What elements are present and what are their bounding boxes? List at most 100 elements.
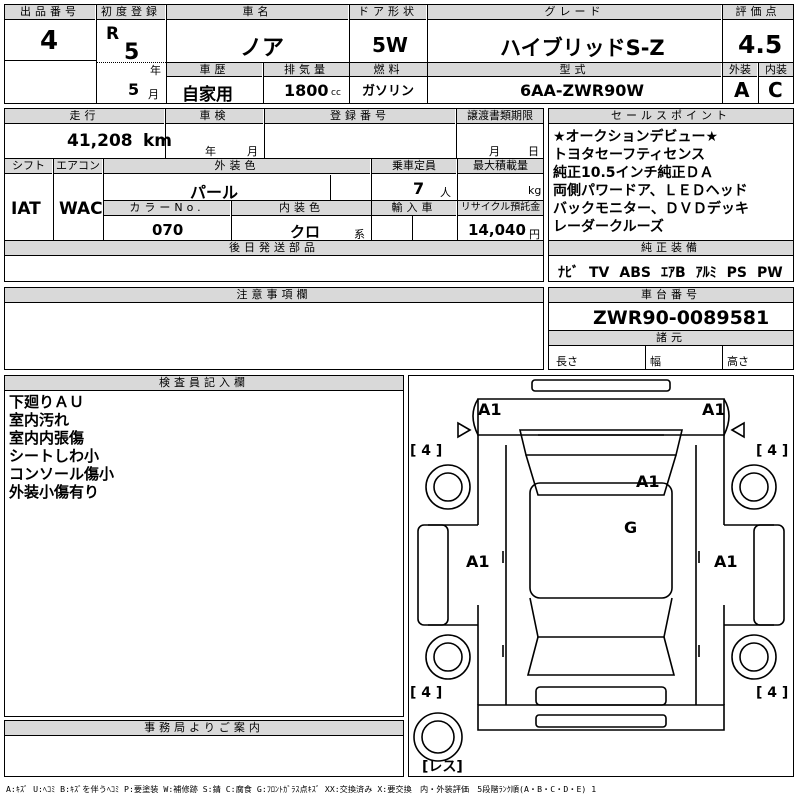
reg-month: 5 <box>128 80 140 99</box>
sales-point-line: 純正10.5インチ純正ＤＡ <box>553 165 714 181</box>
month-unit: 月 <box>148 88 159 101</box>
legend: A:ｷｽﾞ U:ﾍｺﾐ B:ｷｽﾞを伴うﾍｺﾐ P:要塗装 W:補修跡 S:錆 … <box>6 784 597 794</box>
spare-tire-label: [レス] <box>422 759 463 775</box>
spec-label: 諸元 <box>549 331 793 346</box>
recycle-fee-label: リサイクル預託金 <box>458 201 543 216</box>
damage-mark: A1 <box>702 400 726 419</box>
equipment-item: ｱﾙﾐ <box>695 265 717 281</box>
first-registration-label: 初度登録 <box>97 5 165 20</box>
vehicle-header-table <box>4 4 794 104</box>
transfer-month-unit: 月 <box>489 145 500 158</box>
era: R <box>106 24 120 44</box>
inspector-note: シートしわ小 <box>9 447 100 465</box>
equipment-item: ｴｱB <box>660 265 686 281</box>
damage-mark: A1 <box>636 472 660 491</box>
aircon-label: エアコン <box>54 159 102 174</box>
inspector-note: 下廻りＡＵ <box>9 393 85 411</box>
interior-color-label: 内装色 <box>232 201 371 216</box>
damage-mark: A1 <box>478 400 502 419</box>
shift-label: シフト <box>5 159 52 174</box>
chassis-number-label: 車台番号 <box>549 288 793 303</box>
capacity-unit: 人 <box>440 186 451 199</box>
factory-equipment-label: 純正装備 <box>549 241 793 256</box>
max-load-unit: kg <box>528 184 542 197</box>
model-code: 6AA-ZWR90W <box>520 81 645 100</box>
car-name-label: 車名 <box>167 5 348 20</box>
tire-rating: [ 4 ] <box>410 443 442 459</box>
width-label: 幅 <box>650 355 661 368</box>
max-load-label: 最大積載量 <box>458 159 543 174</box>
door-type: 5W <box>372 33 408 57</box>
history-label: 車歴 <box>167 63 262 77</box>
height-label: 高さ <box>727 355 749 368</box>
exterior-grade-label: 外装 <box>723 63 757 77</box>
car-damage-diagram: A1 A1 A1 G A1 A1 [ 4 ] [ 4 ] [ 4 ] [ 4 ]… <box>410 379 788 775</box>
mileage-label: 走行 <box>5 109 164 124</box>
tire-rating: [ 4 ] <box>410 685 442 701</box>
interior-color-unit: 系 <box>354 228 365 241</box>
later-parts-label: 後日発送部品 <box>5 241 543 256</box>
color-number: 070 <box>152 221 184 239</box>
sales-point-line: レーダークルーズ <box>553 219 664 235</box>
length-label: 長さ <box>556 355 578 368</box>
inspector-note: コンソール傷小 <box>9 465 115 483</box>
registration-number-label: 登録番号 <box>265 109 455 124</box>
inspector-note: 室内内張傷 <box>9 429 85 447</box>
lot-label: 出品番号 <box>5 5 95 20</box>
fuel: ガソリン <box>362 84 415 99</box>
sales-point-label: セールスポイント <box>549 109 793 124</box>
inspector-note: 外装小傷有り <box>9 483 100 501</box>
inspector-note: 室内汚れ <box>9 411 70 429</box>
notes-label: 注意事項欄 <box>5 288 543 303</box>
reg-year: 5 <box>124 40 140 65</box>
equipment-item: ﾅﾋﾞ <box>558 265 579 281</box>
capacity-label: 乗車定員 <box>372 159 456 174</box>
sales-point-line: トヨタセーフティセンス <box>553 147 706 163</box>
displacement-label: 排気量 <box>264 63 349 77</box>
shift: IAT <box>11 199 41 219</box>
equipment-item: TV <box>589 265 610 281</box>
grade: ハイブリッドS-Z <box>500 36 665 60</box>
sales-point-line: ★オークションデビュー★ <box>553 129 719 145</box>
displacement: 1800 <box>284 81 329 100</box>
equipment-item: PS <box>726 265 747 281</box>
inspector-label: 検査員記入欄 <box>5 376 403 391</box>
exterior-color: パール <box>190 183 239 202</box>
inspection-month-unit: 月 <box>247 145 258 158</box>
grade-label: グレード <box>428 5 721 20</box>
factory-equipment-list: ﾅﾋﾞ TV ABS ｴｱB ｱﾙﾐ PS PW <box>558 262 793 282</box>
capacity: 7 <box>413 179 425 198</box>
year-unit: 年 <box>150 64 161 77</box>
history: 自家用 <box>182 85 233 105</box>
equipment-item: PW <box>757 265 783 281</box>
damage-mark: G <box>624 518 637 537</box>
fuel-label: 燃料 <box>350 63 427 77</box>
color-number-label: カラーNo. <box>104 201 230 216</box>
transfer-deadline-label: 譲渡書類期限 <box>457 109 543 124</box>
damage-diagram-box <box>408 375 794 777</box>
interior-color: クロ <box>290 223 321 241</box>
lot-number: 4 <box>40 26 59 56</box>
recycle-fee: 14,040 <box>468 221 526 239</box>
inspection-year-unit: 年 <box>205 145 216 158</box>
damage-mark: A1 <box>714 552 738 571</box>
tire-rating: [ 4 ] <box>756 443 788 459</box>
displacement-unit: cc <box>331 88 341 98</box>
recycle-fee-unit: 円 <box>529 228 540 241</box>
door-type-label: ドア形状 <box>350 5 426 20</box>
mileage-unit: km <box>143 131 173 151</box>
car-name: ノア <box>240 36 285 61</box>
sales-point-line: バックモニター、ＤＶＤデッキ <box>553 201 749 217</box>
sales-point-line: 両側パワードア、ＬＥＤヘッド <box>553 183 748 199</box>
mileage: 41,208 <box>67 131 133 151</box>
sales-point-lines: ★オークションデビュー★ トヨタセーフティセンス純正10.5インチ純正ＤＡ 両側パワ… <box>553 128 749 236</box>
inspection-label: 車検 <box>166 109 263 124</box>
exterior-grade: A <box>734 78 750 102</box>
damage-mark: A1 <box>466 552 490 571</box>
chassis-number: ZWR90-0089581 <box>593 307 770 329</box>
tire-rating: [ 4 ] <box>756 685 788 701</box>
equipment-item: ABS <box>619 265 651 281</box>
import-label: 輸入車 <box>372 201 456 216</box>
aircon: WAC <box>59 199 103 219</box>
